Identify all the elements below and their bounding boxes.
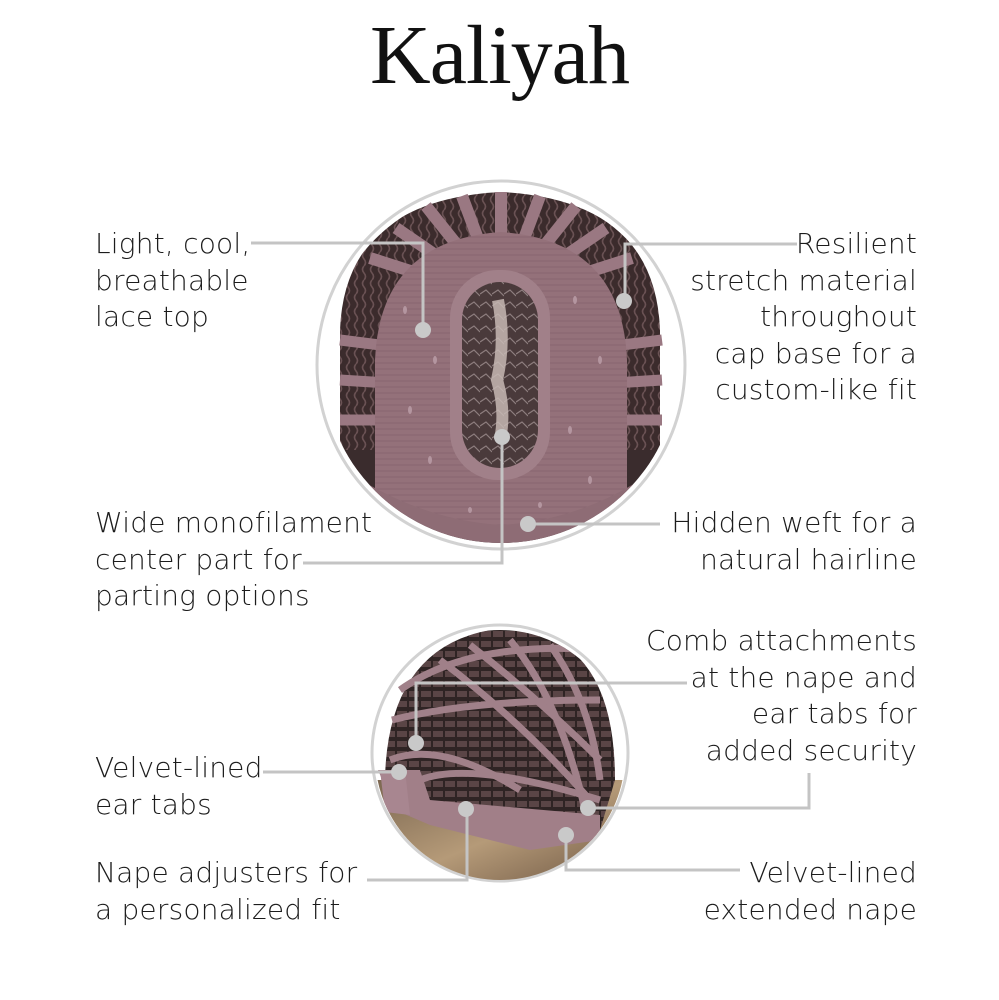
bottom-connector-lines [263, 681, 811, 882]
callout-dot-stretch-material [616, 293, 632, 309]
top-callout-dots [415, 293, 632, 532]
callout-dot-monofilament-part [494, 429, 510, 445]
callout-dot-nape-adjusters [458, 801, 474, 817]
callout-extended-nape: Velvet-lined extended nape [703, 856, 917, 926]
callout-hidden-weft: Hidden weft for a natural hairline [671, 506, 917, 576]
callout-dot-lace-top [415, 322, 431, 338]
callout-ear-tabs: Velvet-lined ear tabs [95, 751, 263, 821]
bottom-callout-dots [391, 735, 596, 843]
callout-dot-ear-tabs [391, 764, 407, 780]
top-connector-lines [251, 241, 797, 565]
callout-dot-extended-nape [558, 827, 574, 843]
callout-monofilament-part: Wide monofilament center part for partin… [95, 506, 373, 612]
product-title: Kaliyah [370, 9, 630, 102]
callout-dot-comb-attachments-2 [580, 800, 596, 816]
callout-comb-attachments: Comb attachments at the nape and ear tab… [645, 624, 917, 767]
callout-nape-adjusters: Nape adjusters for a personalized fit [95, 856, 358, 926]
callout-stretch-material: Resilient stretch material throughout ca… [690, 227, 917, 406]
callout-dot-hidden-weft [520, 516, 536, 532]
callout-dot-comb-attachments [408, 735, 424, 751]
callout-lace-top: Light, cool, breathable lace top [95, 227, 251, 333]
top-cap-image [315, 179, 687, 551]
bottom-cap-image [370, 623, 630, 883]
